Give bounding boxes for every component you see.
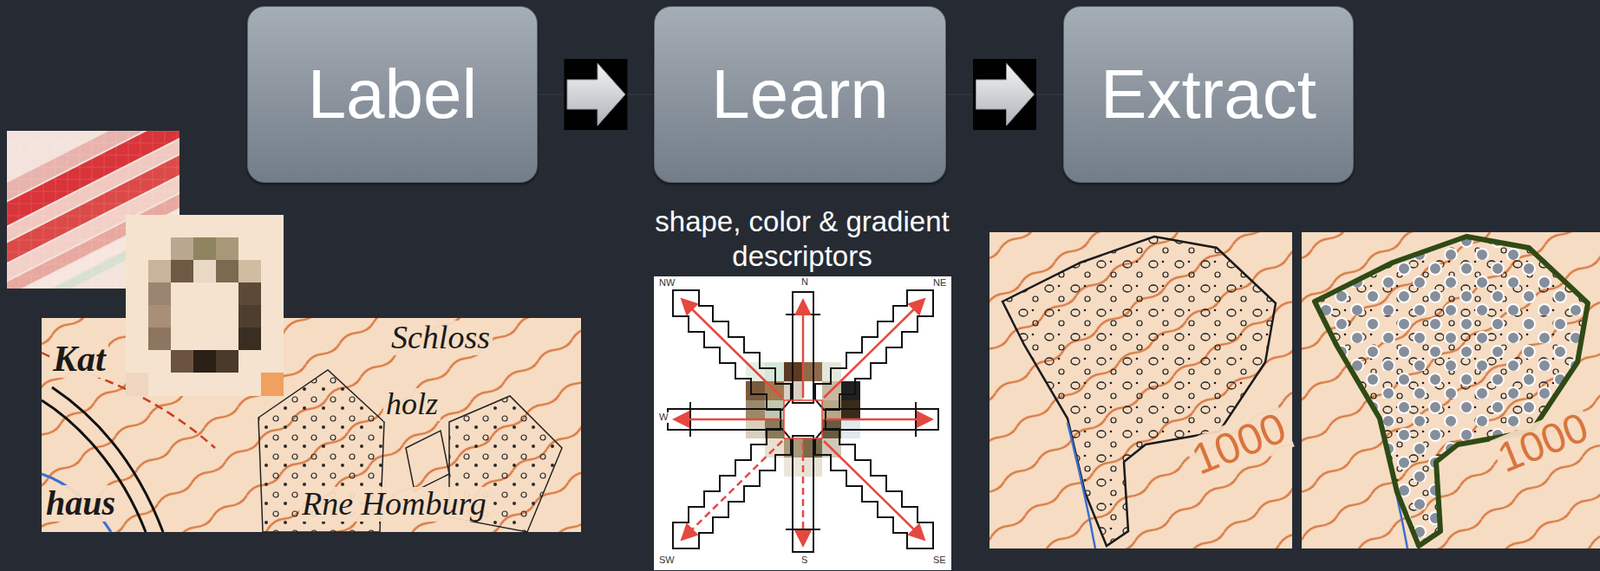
direction-label: W (656, 412, 671, 424)
extracted-region (1314, 236, 1588, 547)
map-ground (989, 232, 1293, 549)
arrow-backdrop (564, 58, 628, 131)
pixel (745, 381, 765, 401)
pixel-patch-symbol (125, 215, 284, 397)
map-name: Kat (50, 339, 109, 379)
diagonal-arm (672, 429, 791, 549)
stripe (6, 131, 180, 289)
pixel (148, 327, 171, 351)
map-contours (1301, 232, 1600, 549)
map-name: holz (383, 388, 441, 422)
direction-arrow (823, 300, 923, 399)
pixel (148, 260, 171, 283)
stripe-group (6, 130, 180, 289)
diagonal-arm (815, 429, 934, 549)
arm-outline (825, 409, 939, 431)
parcel-outline (405, 431, 450, 492)
pixel (215, 260, 239, 283)
caption-text: shape, color & gradient descriptors (620, 204, 985, 274)
map-extracted (1301, 232, 1600, 549)
direction-label: NE (930, 278, 949, 289)
patch-ground (6, 130, 180, 289)
figure-ground (653, 276, 952, 571)
scree-area (1314, 236, 1588, 547)
pixel (193, 260, 216, 283)
center-cell (783, 400, 823, 439)
map-snippet (41, 318, 582, 533)
process-box: Learn (653, 6, 947, 183)
process-box: Label (247, 6, 538, 183)
direction-label: SE (930, 555, 949, 567)
pixel (238, 305, 262, 328)
scree-area (1002, 236, 1276, 547)
direction-arrow (825, 418, 930, 422)
pixel (170, 237, 194, 261)
pixel (148, 282, 171, 306)
pixel (215, 350, 239, 373)
pixel (215, 237, 239, 261)
map-ground (1301, 232, 1600, 549)
process-box: Extract (1063, 6, 1354, 183)
pixel (193, 350, 216, 373)
pixel (193, 237, 216, 261)
map-contours (41, 318, 582, 533)
direction-arrow (802, 302, 805, 399)
pixel (841, 381, 861, 401)
flow-arrow (946, 58, 1064, 131)
map-name: Rne Homburg (299, 487, 490, 523)
arm-outline (672, 429, 791, 549)
stripe (6, 130, 180, 289)
map-contours (989, 232, 1293, 549)
direction-label: SW (656, 555, 678, 567)
arm-outline (792, 292, 814, 404)
map-ground (41, 318, 582, 533)
direction-arrow (802, 443, 805, 544)
pixel-patch-line (6, 130, 180, 289)
direction-arrow (683, 441, 783, 539)
direction-label: NW (656, 278, 678, 289)
flow-arrow (537, 58, 654, 131)
pixel-overlay (6, 130, 180, 289)
pixel (125, 372, 149, 397)
pixel (238, 282, 262, 306)
pixel (261, 372, 284, 397)
arrow-backdrop (973, 58, 1037, 131)
direction-arrow (676, 418, 781, 422)
pixel (238, 327, 262, 351)
block-arrow (567, 63, 626, 126)
arm-outline (785, 528, 821, 531)
pixel (170, 350, 194, 373)
arm-outline (792, 436, 814, 553)
box-title: Extract (1100, 56, 1317, 133)
direction-label: N (798, 277, 811, 288)
river-line (1067, 423, 1096, 549)
diagonal-arm (815, 290, 934, 411)
pixel (148, 305, 171, 328)
pixel (238, 260, 262, 283)
map-name: Schloss (388, 320, 493, 356)
block-arrow (976, 63, 1035, 126)
box-title: Learn (711, 56, 889, 133)
arm-outline (815, 290, 934, 411)
arm-outline (667, 409, 781, 431)
descriptor-figure (653, 276, 952, 571)
map-name: haus (43, 485, 118, 523)
map-input (989, 232, 1293, 549)
box-title: Label (307, 56, 478, 133)
direction-label: S (798, 555, 810, 567)
pixel (170, 260, 194, 283)
patch-ground (125, 215, 284, 397)
diagonal-arm (672, 290, 791, 411)
